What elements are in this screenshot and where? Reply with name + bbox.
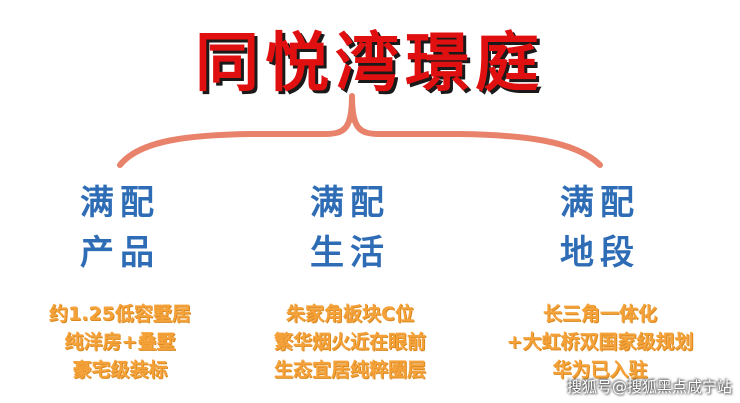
column-heading-line1: 满配 — [80, 183, 160, 223]
column-heading-line2: 生活 — [310, 233, 390, 273]
list-item: 纯洋房+叠墅 — [64, 331, 176, 353]
column-product: 满配 产品 约1.25低容墅居 纯洋房+叠墅 豪宅级装标 — [10, 178, 230, 384]
column-heading-line2: 产品 — [80, 233, 160, 273]
column-location: 满配 地段 长三角一体化 +大虹桥双国家级规划 华为已入驻 — [490, 178, 710, 384]
watermark: 搜狐号@搜狐黑点咸宁站 — [566, 378, 732, 396]
list-item: 朱家角板块C位 — [286, 303, 414, 325]
list-item: 长三角一体化 — [542, 303, 657, 325]
column-heading-line2: 地段 — [560, 233, 640, 273]
list-item: 繁华烟火近在眼前 — [273, 331, 426, 353]
list-item: 豪宅级装标 — [72, 359, 168, 381]
list-item: 生态宜居纯粹圈层 — [273, 359, 426, 381]
column-life: 满配 生活 朱家角板块C位 繁华烟火近在眼前 生态宜居纯粹圈层 — [240, 178, 460, 384]
column-heading-line1: 满配 — [310, 183, 390, 223]
list-item: +大虹桥双国家级规划 — [506, 331, 694, 353]
diagram-title: 同悦湾璟庭 — [195, 26, 545, 101]
column-heading-line1: 满配 — [560, 183, 640, 223]
list-item: 华为已入驻 — [552, 359, 648, 381]
list-item: 约1.25低容墅居 — [49, 303, 191, 325]
